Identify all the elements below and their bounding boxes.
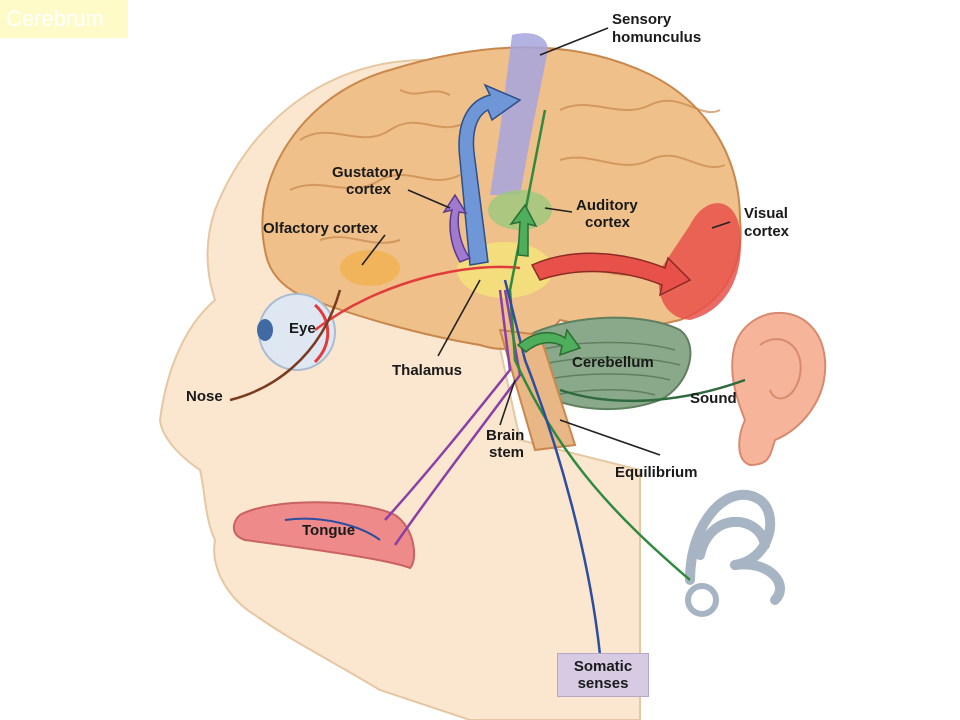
label-auditory-cortex-1: Auditory [576, 197, 638, 214]
sensory-homunculus-region [490, 33, 548, 195]
label-auditory-cortex-2: cortex [585, 214, 631, 231]
label-nose: Nose [186, 388, 223, 405]
label-gustatory-cortex-2: cortex [346, 181, 392, 198]
olfactory-pathway [229, 289, 342, 402]
gustatory-pathway-1 [384, 289, 512, 521]
sound-pathway [559, 378, 746, 403]
ear-inner-fold [759, 338, 802, 400]
labels: Sensory homunculus Gustatory cortex Audi… [186, 11, 790, 539]
iris [257, 319, 273, 341]
label-eye: Eye [289, 320, 316, 337]
tongue [232, 501, 416, 570]
somatic-arrow [458, 83, 522, 266]
label-brain-stem-1: Brain [486, 427, 524, 444]
olfactory-cortex-region [340, 250, 400, 286]
label-somatic-senses: Somatic senses [557, 653, 649, 697]
label-somatic-senses-1: Somatic [573, 658, 633, 675]
slide-title: Cerebrum [0, 0, 128, 38]
retina [313, 303, 330, 364]
auditory-cortex-region [488, 190, 552, 230]
optic-pathway [314, 265, 521, 331]
leader-lines [361, 27, 731, 456]
label-cerebellum: Cerebellum [572, 354, 654, 371]
label-sound: Sound [690, 390, 737, 407]
label-brain-stem-2: stem [489, 444, 524, 461]
label-visual-cortex-1: Visual [744, 205, 788, 222]
somatic-pathway [503, 279, 602, 656]
label-gustatory-cortex-1: Gustatory [332, 164, 404, 181]
inner-ear [685, 489, 785, 617]
label-visual-cortex-2: cortex [744, 223, 790, 240]
ear [731, 312, 827, 467]
label-equilibrium: Equilibrium [615, 464, 698, 481]
auditory-arrow [509, 203, 538, 257]
gustatory-pathway-2 [393, 289, 522, 546]
label-sensory-homunculus-2: homunculus [612, 29, 701, 46]
label-olfactory-cortex: Olfactory cortex [263, 220, 379, 237]
cerebellum-arrow [516, 328, 582, 357]
taste-nerve-tongue [284, 517, 381, 541]
visual-arrow [530, 252, 692, 297]
label-thalamus: Thalamus [392, 362, 462, 379]
label-sensory-homunculus-1: Sensory [612, 11, 672, 28]
visual-cortex-region [658, 203, 741, 320]
equilibrium-pathway [508, 109, 691, 581]
pathways [229, 109, 746, 656]
brain-folds [289, 89, 726, 276]
label-tongue: Tongue [302, 522, 355, 539]
label-somatic-senses-2: senses [577, 675, 629, 692]
gustatory-arrow [442, 193, 472, 263]
